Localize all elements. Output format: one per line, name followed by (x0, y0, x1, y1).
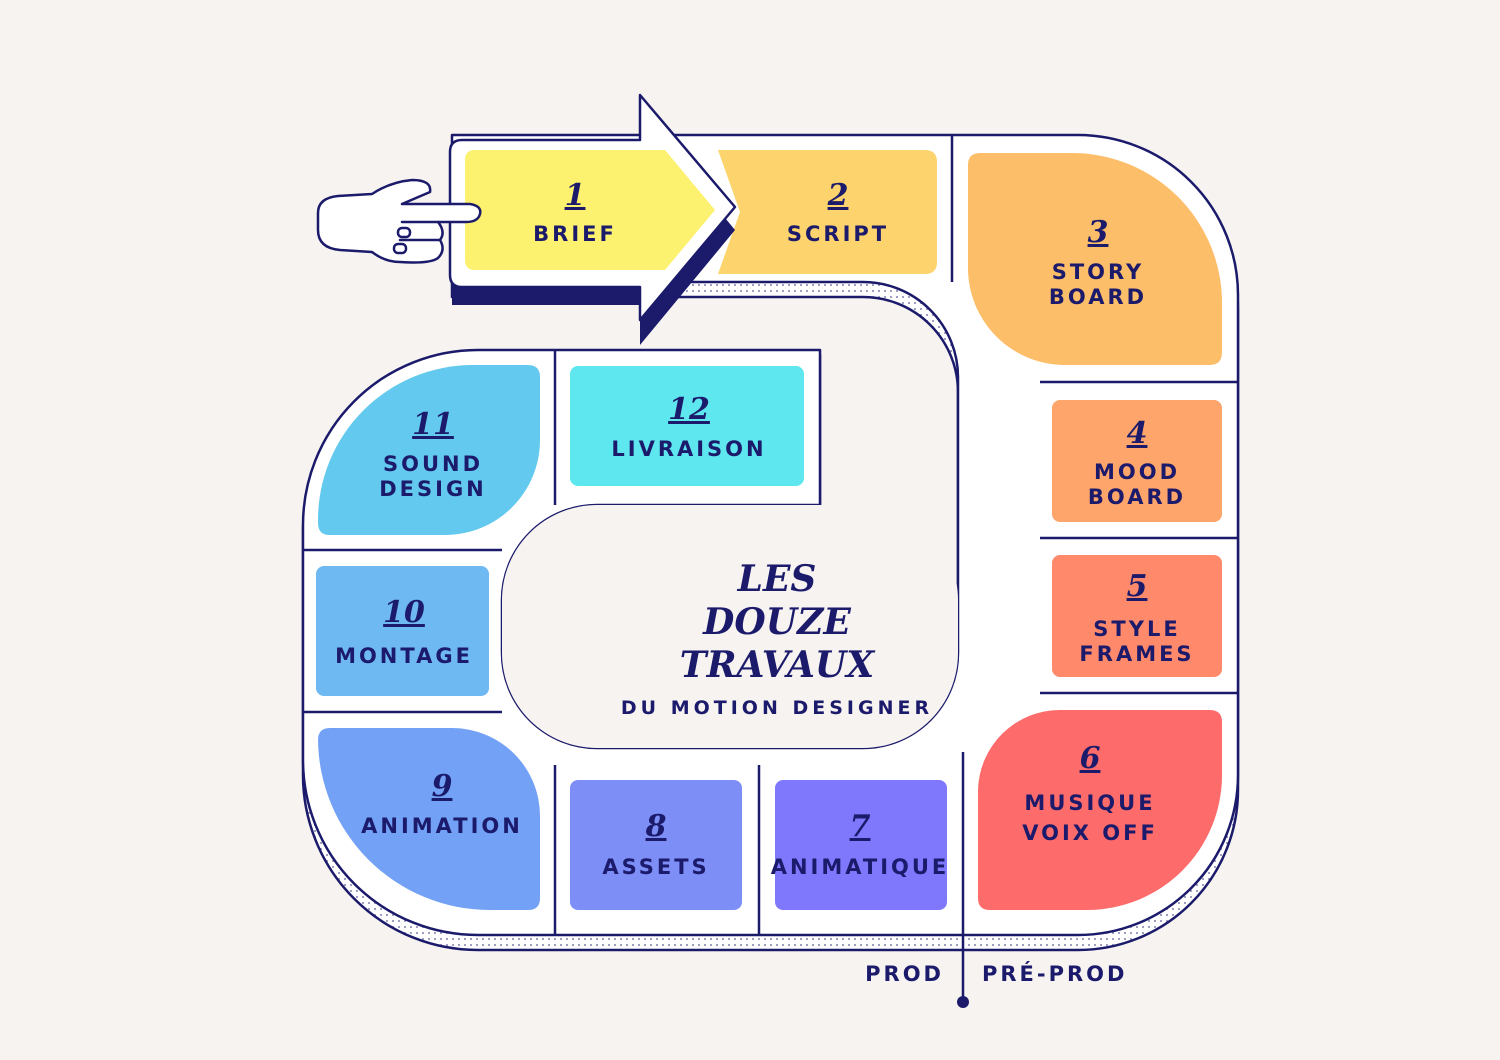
title-line-2: DOUZE (702, 601, 851, 643)
step-6 (978, 710, 1222, 910)
inner-area (502, 505, 958, 748)
step-9 (318, 728, 540, 910)
phase-preprod-label: PRÉ-PROD (982, 961, 1127, 986)
step-label-1: BRIEF (533, 222, 617, 246)
step-label-7: ANIMATIQUE (771, 855, 950, 879)
title-line-3: TRAVAUX (680, 644, 876, 686)
step-label-4a: MOOD (1094, 460, 1180, 484)
step-number-8: 8 (645, 809, 667, 844)
step-10 (316, 566, 489, 696)
step-3 (968, 152, 1223, 365)
step-number-9: 9 (432, 769, 453, 804)
cell-separators (303, 135, 1238, 935)
step-number-1: 1 (565, 178, 586, 213)
step-label-5b: FRAMES (1079, 642, 1194, 666)
step-label-3b: BOARD (1049, 285, 1147, 309)
center-title: LES DOUZE TRAVAUX DU MOTION DESIGNER (621, 558, 933, 719)
step-label-3a: STORY (1052, 260, 1145, 284)
step-label-12: LIVRAISON (611, 437, 766, 461)
step-label-11a: SOUND (383, 452, 483, 476)
pointing-hand-icon (316, 178, 482, 264)
phase-divider (957, 752, 969, 1008)
step-12 (556, 364, 804, 500)
phase-prod-label: PROD (865, 962, 944, 986)
step-label-6b: VOIX OFF (1022, 821, 1158, 845)
step-number-5: 5 (1127, 569, 1148, 604)
step-7 (775, 780, 947, 910)
step-number-4: 4 (1127, 416, 1148, 451)
start-arrow-icon (448, 93, 737, 345)
step-label-2: SCRIPT (787, 222, 889, 246)
step-number-7: 7 (850, 809, 871, 844)
step-number-6: 6 (1080, 741, 1101, 776)
step-label-8: ASSETS (602, 855, 709, 879)
step-11 (318, 365, 540, 535)
title-line-1: LES (737, 558, 817, 600)
step-number-2: 2 (827, 178, 849, 213)
step-label-11b: DESIGN (379, 477, 487, 501)
step-label-10: MONTAGE (335, 644, 473, 668)
step-5 (1052, 555, 1222, 677)
step-label-4b: BOARD (1088, 485, 1186, 509)
step-4 (1052, 400, 1222, 522)
step-label-5a: STYLE (1093, 617, 1180, 641)
step-number-3: 3 (1088, 215, 1109, 250)
step-number-10: 10 (383, 595, 425, 630)
step-8 (570, 780, 742, 910)
title-subtitle: DU MOTION DESIGNER (621, 697, 933, 719)
step-label-9: ANIMATION (361, 814, 523, 838)
step-labels: 1 BRIEF 2 SCRIPT 3 STORY BOARD 4 MOOD BO… (335, 178, 1194, 879)
phase-labels: PROD PRÉ-PROD (865, 961, 1127, 986)
step-number-12: 12 (668, 392, 710, 427)
step-2 (718, 150, 937, 274)
step-number-11: 11 (412, 407, 454, 442)
step-label-6a: MUSIQUE (1024, 791, 1155, 815)
